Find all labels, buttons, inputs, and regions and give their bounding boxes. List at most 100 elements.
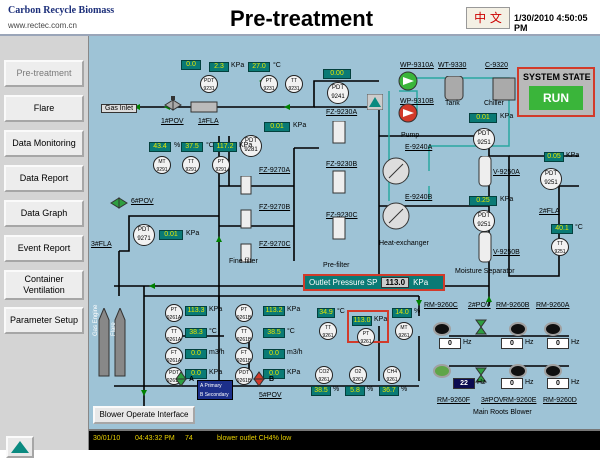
- 3-fla-label: 3#FLA: [91, 241, 112, 248]
- status-date: 30/01/10: [93, 435, 121, 442]
- 2-pov-valve-icon[interactable]: [473, 318, 489, 336]
- hz-rm9260a: 0: [547, 338, 569, 349]
- nav-data-monitoring[interactable]: Data Monitoring: [4, 130, 84, 157]
- 6-pov-label: 6#POV: [131, 198, 154, 205]
- nav-pre-treatment[interactable]: Pre-treatment: [4, 60, 84, 87]
- outlet-pressure-value[interactable]: 113.0: [381, 277, 410, 288]
- nav-data-report[interactable]: Data Report: [4, 165, 84, 192]
- ch4-value: 36.7: [379, 386, 399, 396]
- valve-a-icon[interactable]: [173, 371, 189, 387]
- blower-rm9260e-icon[interactable]: [509, 364, 527, 378]
- mt9291-value: 43.4: [149, 142, 171, 152]
- fz9270b-label: FZ-9270B: [259, 204, 291, 211]
- legend-primary: A Primary: [200, 383, 222, 389]
- hz-rm9260e-unit: Hz: [525, 379, 534, 386]
- rm9260a-label: RM-9260A: [536, 302, 570, 309]
- 1-pov-label: 1#POV: [161, 118, 184, 125]
- mt9261-value: 14.0: [392, 308, 412, 318]
- nav-flare[interactable]: Flare: [4, 95, 84, 122]
- valve-b-icon[interactable]: [251, 371, 267, 387]
- hz-rm9260c-unit: Hz: [463, 339, 472, 346]
- v9250b-label: V-9250B: [493, 249, 520, 256]
- ft9261a-unit: m3/h: [209, 349, 225, 356]
- tt9231-value: 27.0: [248, 62, 270, 72]
- pt9231-unit: KPa: [231, 62, 245, 69]
- gas-inlet-label: Gas Inlet: [101, 104, 138, 113]
- blower-operate-interface-button[interactable]: Blower Operate Interface: [93, 406, 195, 424]
- blower-rm9260f-icon[interactable]: [433, 364, 451, 378]
- wt9330-label: WT-9330: [438, 62, 467, 69]
- nav-data-graph[interactable]: Data Graph: [4, 200, 84, 227]
- pdt9261b-value: 0.0: [263, 369, 285, 379]
- 3-pov-valve-icon[interactable]: [473, 366, 489, 384]
- legend-primary-secondary: A Primary B Secondary: [197, 380, 233, 400]
- gas-engine-label: Gas Engine: [93, 304, 99, 336]
- 1-fla-label: 1#FLA: [198, 118, 219, 125]
- v9250a-label: V-9250A: [493, 169, 520, 176]
- status-code: 74: [185, 435, 193, 442]
- pt9261a-unit: KPa: [209, 306, 223, 313]
- pt9261-value: 113.0: [352, 316, 372, 326]
- fine-filter-label: Fine filter: [229, 258, 258, 265]
- moisture-separator-icon: [478, 156, 492, 263]
- fz9270c-label: FZ-9270C: [259, 241, 291, 248]
- tank-label: Tank: [445, 100, 460, 107]
- fz9230b-label: FZ-9230B: [326, 161, 358, 168]
- hz-rm9260c: 0: [439, 338, 461, 349]
- datetime-display: 1/30/2010 4:50:05 PM: [514, 13, 588, 33]
- pdt9251c-value: 0.05: [544, 152, 564, 162]
- 2-pov-label: 2#POV: [468, 302, 491, 309]
- pdt9251a-unit: KPa: [500, 113, 514, 120]
- hz-rm9260f-unit: Hz: [477, 379, 486, 386]
- scroll-up-button[interactable]: [6, 436, 34, 458]
- outlet-pressure-unit: KPa: [413, 278, 429, 287]
- o2-value: 5.8: [345, 386, 365, 396]
- nav-container-ventilation[interactable]: Container Ventilation: [4, 270, 84, 300]
- hz-rm9260e: 0: [501, 378, 523, 389]
- tt9251-value: 40.1: [551, 224, 573, 234]
- pt9261b-unit: KPa: [287, 306, 301, 313]
- nav-parameter-setup[interactable]: Parameter Setup: [4, 307, 84, 334]
- fz9270a-label: FZ-9270A: [259, 167, 291, 174]
- 5-pov-label: 5#POV: [259, 392, 282, 399]
- pdt9231-value: 0.0: [181, 60, 201, 70]
- blower-rm9260b-icon[interactable]: [509, 322, 527, 336]
- pdt9281-unit: KPa: [293, 122, 307, 129]
- 3-pov-label: 3#POV: [481, 397, 504, 404]
- nav-event-report[interactable]: Event Report: [4, 235, 84, 262]
- blower-rm9260a-icon[interactable]: [544, 322, 562, 336]
- tt9261-unit: °C: [337, 308, 345, 315]
- 1-pov-valve-icon[interactable]: [163, 96, 183, 114]
- pdt9261a-value: 0.0: [185, 369, 207, 379]
- pump-icon[interactable]: [397, 71, 419, 126]
- language-toggle-button[interactable]: 中 文: [466, 7, 510, 29]
- blower-rm9260d-icon[interactable]: [544, 364, 562, 378]
- o2-unit: %: [367, 386, 374, 393]
- tt9261b-value: 38.5: [263, 328, 285, 338]
- tt9261b-unit: °C: [287, 328, 295, 335]
- pre-filter-run-icon[interactable]: [367, 94, 383, 110]
- outlet-pressure-setpoint[interactable]: Outlet Pressure SP 113.0 KPa: [303, 274, 445, 291]
- hz-rm9260f: 22: [453, 378, 475, 389]
- blower-rm9260c-icon[interactable]: [433, 322, 451, 336]
- rm9260c-label: RM-9260C: [424, 302, 458, 309]
- label-b: B: [269, 376, 275, 383]
- label-a: A: [189, 376, 195, 383]
- pre-filter-icon: [332, 121, 346, 240]
- main-roots-blower-label: Main Roots Blower: [473, 409, 532, 416]
- 2-fla-label: 2#FLA: [539, 208, 560, 215]
- chiller-label: Chiller: [484, 100, 504, 107]
- system-state-panel: SYSTEM STATE RUN: [517, 67, 595, 117]
- 6-pov-valve-icon[interactable]: [109, 194, 129, 212]
